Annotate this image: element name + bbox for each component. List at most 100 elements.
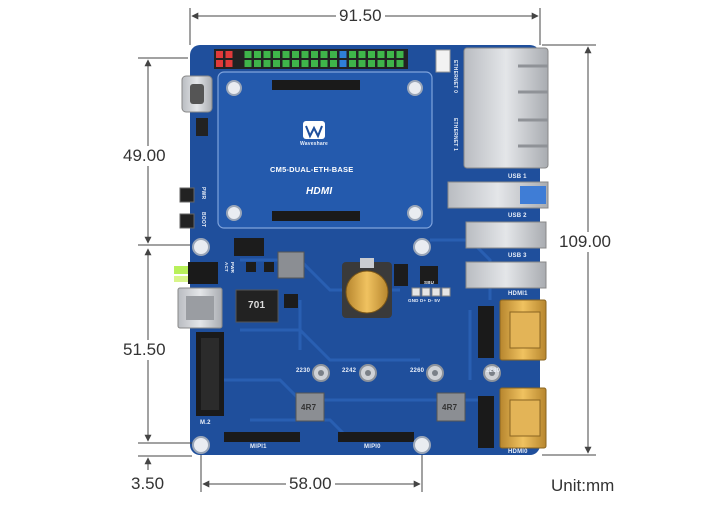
m2-standoffs	[312, 364, 501, 382]
gpio-pin	[273, 60, 280, 67]
inductor-4r7-left	[295, 392, 325, 422]
hdmi0-label: HDMI0	[508, 449, 528, 455]
pwr-led	[174, 276, 188, 282]
inductor-grey	[277, 251, 305, 279]
gpio-pin	[235, 51, 242, 58]
dim-left-upper-height: 49.00	[120, 146, 169, 166]
gpio-pin	[396, 60, 404, 67]
usb2-port	[465, 221, 547, 249]
mipi0-connector	[338, 432, 414, 442]
gpio-pin	[301, 60, 309, 67]
pwr-button	[179, 187, 195, 203]
hdmi0-side-connector	[478, 396, 494, 448]
cm-connector-top	[272, 80, 360, 90]
gpio-pin	[368, 60, 375, 67]
gpio-pin	[292, 60, 299, 67]
ethernet1-label: ETHERNET 1	[452, 118, 458, 152]
cm-mount-holes	[226, 80, 423, 221]
pwr-button-label: PWR	[200, 187, 206, 200]
dim-top-width: 91.50	[336, 6, 385, 26]
gpio-pin	[349, 60, 356, 67]
inductor-701-label: 701	[248, 300, 266, 311]
inductor-right-label: 4R7	[442, 403, 458, 412]
gpio-pin	[311, 51, 318, 58]
standoff-2280-label: 2280	[486, 368, 501, 374]
compute-module	[217, 71, 433, 229]
gpio-pin	[225, 60, 233, 67]
act-led-label: ACT	[224, 262, 229, 272]
gpio-pin	[244, 60, 252, 67]
standoff-2242-label: 2242	[342, 368, 357, 374]
gpio-pin	[349, 51, 356, 58]
dim-left-lower-height: 51.50	[120, 340, 169, 360]
m2-label: M.2	[200, 420, 211, 426]
dim-bottom-offset: 3.50	[128, 474, 168, 494]
usb3-port	[465, 261, 547, 289]
gpio-pin	[263, 60, 271, 67]
board-mount-holes	[192, 238, 431, 454]
gpio-pin	[368, 51, 375, 58]
gpio-pin	[273, 51, 280, 58]
gpio-pin	[216, 60, 223, 67]
gpio-pin	[263, 51, 271, 58]
gpio-pin	[339, 51, 347, 58]
boot-button-label: BOOT	[200, 212, 206, 228]
dim-bottom-width: 58.00	[286, 474, 335, 494]
gpio-pin	[377, 60, 385, 67]
gpio-pin	[358, 60, 366, 67]
rtc-battery-holder	[342, 258, 392, 318]
gpio-pin	[311, 60, 318, 67]
standoff-2260-label: 2260	[410, 368, 425, 374]
unit-label: Unit:mm	[548, 476, 618, 496]
hdmi1-side-connector	[478, 306, 494, 358]
hdmi1-label: HDMI1	[508, 291, 528, 297]
ic-chips	[234, 238, 438, 308]
inductor-701	[235, 289, 279, 323]
fan-connector	[435, 49, 451, 73]
usb-pin-label: GND D+ D- 5V	[408, 298, 441, 303]
cm-connector-bottom	[272, 211, 360, 221]
gpio-pin	[301, 51, 309, 58]
gpio-pin	[377, 51, 385, 58]
gpio-pin	[254, 60, 261, 67]
gpio-pin	[320, 51, 328, 58]
gpio-pin	[330, 60, 337, 67]
pwr-led-label: PWR	[230, 262, 235, 274]
gpio-pin	[216, 51, 223, 58]
gpio-pin	[292, 51, 299, 58]
gpio-pin	[358, 51, 366, 58]
hdmi-logo: HDMI	[306, 186, 333, 197]
inductor-left-label: 4R7	[301, 403, 317, 412]
gpio-pin	[254, 51, 261, 58]
standoff-2230-label: 2230	[296, 368, 311, 374]
gpio-pin	[330, 51, 337, 58]
gpio-pin	[396, 51, 404, 58]
boot-button	[179, 213, 195, 229]
brand-label: Waveshare	[300, 141, 329, 147]
gpio-pin	[244, 51, 252, 58]
mipi1-label: MIPI1	[250, 444, 267, 450]
ethernet0-label: ETHERNET 0	[452, 60, 458, 94]
mipi1-connector	[224, 432, 300, 442]
usb-pin-header	[411, 287, 451, 297]
usb1-label: USB 1	[508, 174, 527, 180]
sbu-label: SBU	[424, 280, 435, 285]
gpio-pin	[282, 60, 290, 67]
gpio-pin	[320, 60, 328, 67]
reset-switch	[196, 118, 208, 136]
model-label: CM5-DUAL-ETH-BASE	[270, 165, 354, 174]
dim-right-height: 109.00	[556, 232, 614, 252]
act-led	[174, 266, 188, 274]
ethernet-jack	[463, 47, 549, 169]
gpio-pin	[387, 51, 394, 58]
led-holder	[188, 262, 218, 284]
inductor-4r7-right	[436, 392, 466, 422]
gpio-pin	[282, 51, 290, 58]
gpio-pin	[339, 60, 347, 67]
usb3-label: USB 3	[508, 253, 527, 259]
gpio-pin	[235, 60, 242, 67]
gpio-pin	[387, 60, 394, 67]
gpio-pin	[225, 51, 233, 58]
mipi0-label: MIPI0	[364, 444, 381, 450]
